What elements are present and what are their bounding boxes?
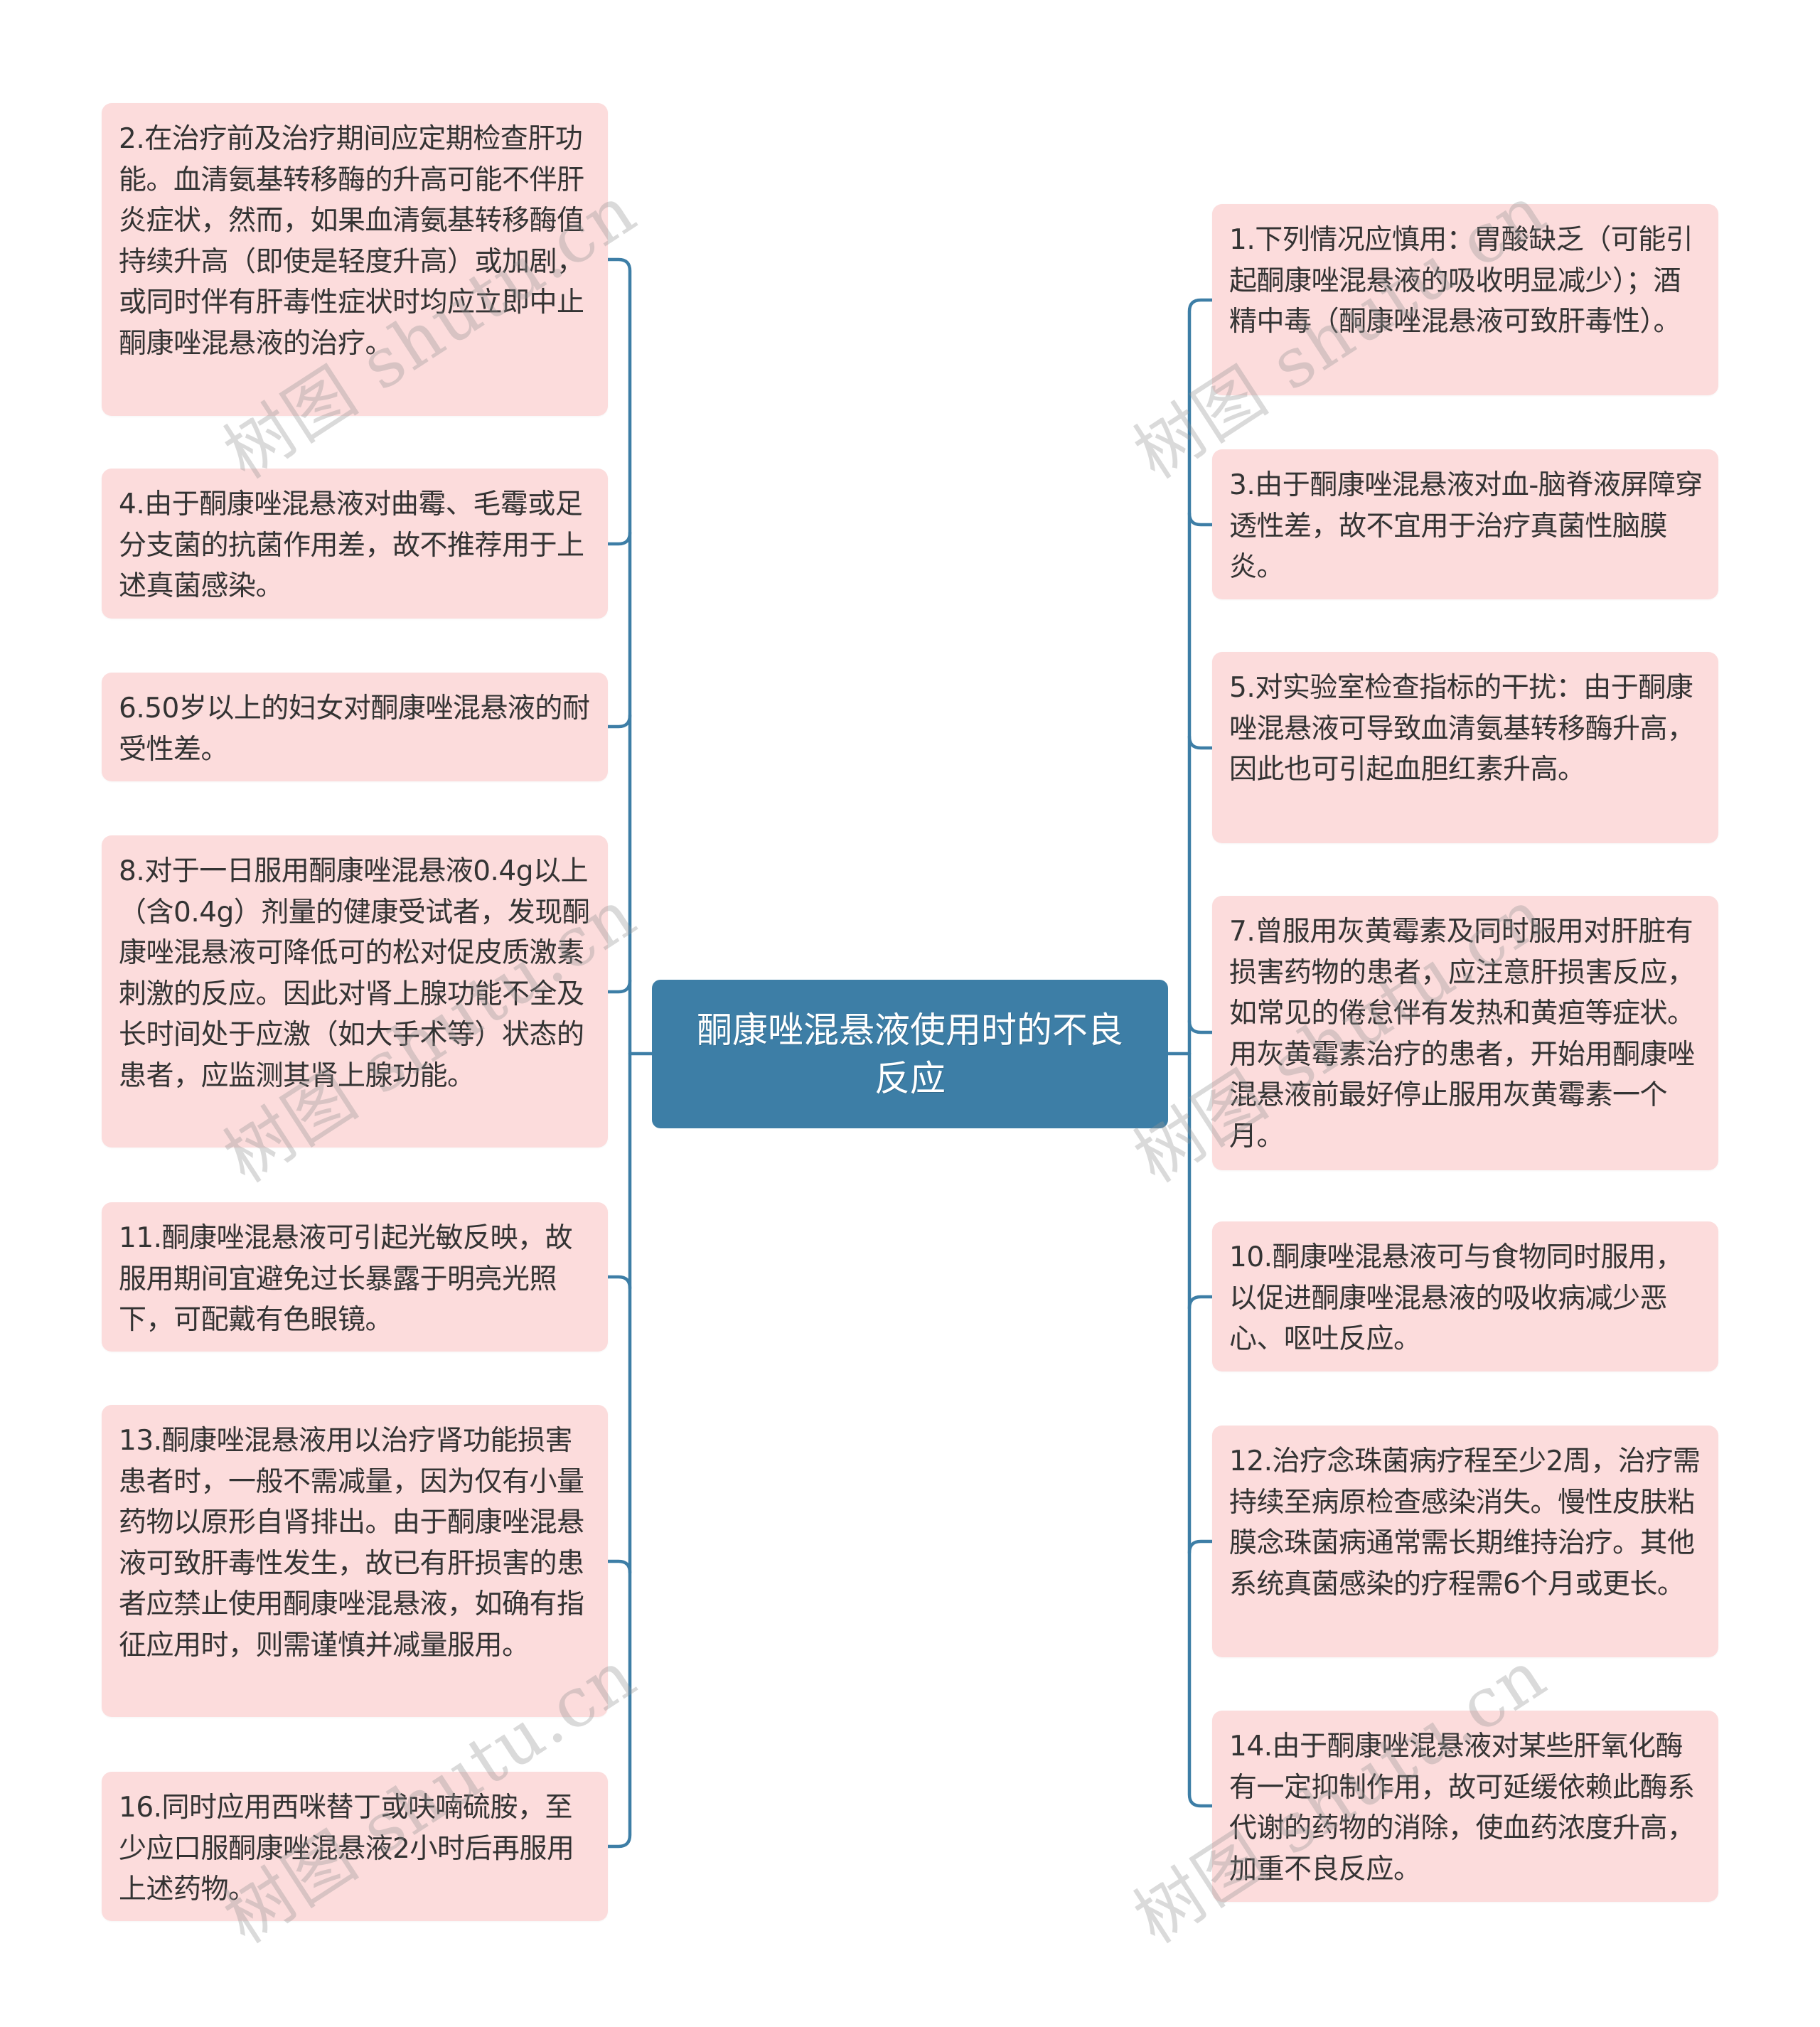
- topic-node-10[interactable]: 10.酮康唑混悬液可与食物同时服用，以促进酮康唑混悬液的吸收病减少恶心、呕吐反应…: [1212, 1221, 1718, 1371]
- topic-text: 14.由于酮康唑混悬液对某些肝氧化酶有一定抑制作用，故可延缓依赖此酶系代谢的药物…: [1229, 1731, 1695, 1886]
- topic-text: 6.50岁以上的妇女对酮康唑混悬液的耐受性差。: [119, 692, 590, 766]
- topic-text: 10.酮康唑混悬液可与食物同时服用，以促进酮康唑混悬液的吸收病减少恶心、呕吐反应…: [1229, 1241, 1684, 1355]
- topic-text: 11.酮康唑混悬液可引起光敏反映，故服用期间宜避免过长暴露于明亮光照下，可配戴有…: [119, 1222, 573, 1336]
- root-topic-label: 酮康唑混悬液使用时的不良反应: [697, 1009, 1123, 1099]
- topic-text: 5.对实验室检查指标的干扰：由于酮康唑混悬液可导致血清氨基转移酶升高，因此也可引…: [1229, 672, 1695, 786]
- topic-node-8[interactable]: 8.对于一日服用酮康唑混悬液0.4g以上（含0.4g）剂量的健康受试者，发现酮康…: [102, 835, 608, 1148]
- topic-text: 8.对于一日服用酮康唑混悬液0.4g以上（含0.4g）剂量的健康受试者，发现酮康…: [119, 855, 590, 1092]
- topic-node-1[interactable]: 1.下列情况应慎用：胃酸缺乏（可能引起酮康唑混悬液的吸收明显减少）；酒精中毒（酮…: [1212, 204, 1718, 395]
- topic-node-7[interactable]: 7.曾服用灰黄霉素及同时服用对肝脏有损害药物的患者，应注意肝损害反应，如常见的倦…: [1212, 896, 1718, 1170]
- topic-text: 7.曾服用灰黄霉素及同时服用对肝脏有损害药物的患者，应注意肝损害反应，如常见的倦…: [1229, 916, 1695, 1152]
- topic-node-12[interactable]: 12.治疗念珠菌病疗程至少2周，治疗需持续至病原检查感染消失。慢性皮肤粘膜念珠菌…: [1212, 1426, 1718, 1657]
- topic-text: 13.酮康唑混悬液用以治疗肾功能损害患者时，一般不需减量，因为仅有小量药物以原形…: [119, 1425, 584, 1662]
- topic-node-3[interactable]: 3.由于酮康唑混悬液对血-脑脊液屏障穿透性差，故不宜用于治疗真菌性脑膜炎。: [1212, 449, 1718, 599]
- topic-text: 12.治疗念珠菌病疗程至少2周，治疗需持续至病原检查感染消失。慢性皮肤粘膜念珠菌…: [1229, 1445, 1701, 1600]
- topic-node-4[interactable]: 4.由于酮康唑混悬液对曲霉、毛霉或足分支菌的抗菌作用差，故不推荐用于上述真菌感染…: [102, 469, 608, 619]
- root-topic[interactable]: 酮康唑混悬液使用时的不良反应: [652, 980, 1168, 1128]
- topic-text: 1.下列情况应慎用：胃酸缺乏（可能引起酮康唑混悬液的吸收明显减少）；酒精中毒（酮…: [1229, 224, 1693, 338]
- topic-text: 4.由于酮康唑混悬液对曲霉、毛霉或足分支菌的抗菌作用差，故不推荐用于上述真菌感染…: [119, 488, 584, 602]
- topic-node-5[interactable]: 5.对实验室检查指标的干扰：由于酮康唑混悬液可导致血清氨基转移酶升高，因此也可引…: [1212, 652, 1718, 843]
- topic-text: 3.由于酮康唑混悬液对血-脑脊液屏障穿透性差，故不宜用于治疗真菌性脑膜炎。: [1229, 469, 1703, 583]
- topic-node-6[interactable]: 6.50岁以上的妇女对酮康唑混悬液的耐受性差。: [102, 673, 608, 781]
- topic-text: 2.在治疗前及治疗期间应定期检查肝功能。血清氨基转移酶的升高可能不伴肝炎症状，然…: [119, 123, 584, 360]
- topic-node-16[interactable]: 16.同时应用西咪替丁或呋喃硫胺，至少应口服酮康唑混悬液2小时后再服用上述药物。: [102, 1772, 608, 1921]
- topic-node-14[interactable]: 14.由于酮康唑混悬液对某些肝氧化酶有一定抑制作用，故可延缓依赖此酶系代谢的药物…: [1212, 1711, 1718, 1902]
- topic-node-13[interactable]: 13.酮康唑混悬液用以治疗肾功能损害患者时，一般不需减量，因为仅有小量药物以原形…: [102, 1405, 608, 1717]
- topic-text: 16.同时应用西咪替丁或呋喃硫胺，至少应口服酮康唑混悬液2小时后再服用上述药物。: [119, 1792, 574, 1905]
- topic-node-2[interactable]: 2.在治疗前及治疗期间应定期检查肝功能。血清氨基转移酶的升高可能不伴肝炎症状，然…: [102, 103, 608, 416]
- topic-node-11[interactable]: 11.酮康唑混悬液可引起光敏反映，故服用期间宜避免过长暴露于明亮光照下，可配戴有…: [102, 1202, 608, 1352]
